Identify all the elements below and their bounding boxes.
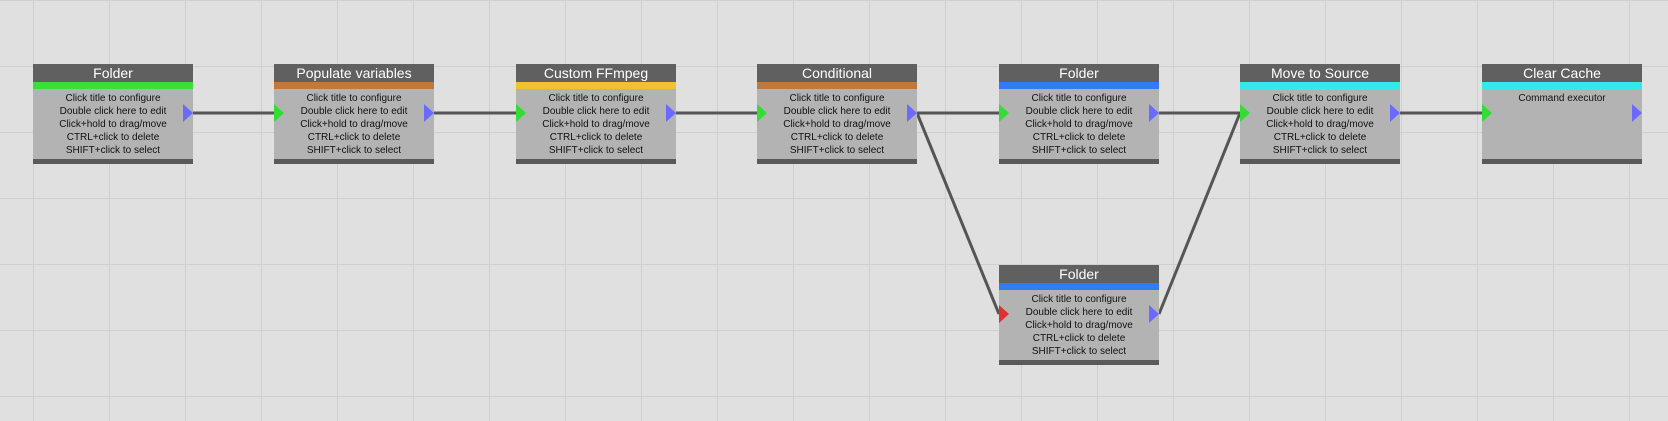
help-text: Double click here to edit	[1266, 106, 1374, 117]
help-text: SHIFT+click to select	[548, 145, 644, 156]
help-text: SHIFT+click to select	[65, 145, 161, 156]
node-color-bar	[1240, 82, 1400, 89]
node-title[interactable]: Move to Source	[1240, 64, 1400, 82]
node-title[interactable]: Clear Cache	[1482, 64, 1642, 82]
output-port-icon[interactable]	[1149, 305, 1159, 323]
node-folder-3[interactable]: Folder Click title to configure Double c…	[999, 265, 1159, 365]
help-text: Double click here to edit	[1025, 307, 1133, 318]
help-text: SHIFT+click to select	[1272, 145, 1368, 156]
node-body[interactable]: Command executor	[1482, 89, 1642, 159]
output-port-icon[interactable]	[1149, 104, 1159, 122]
node-color-bar	[274, 82, 434, 89]
help-text: Click title to configure	[1031, 93, 1127, 104]
node-folder-2[interactable]: Folder Click title to configure Double c…	[999, 64, 1159, 164]
help-text: Click+hold to drag/move	[1025, 119, 1133, 130]
node-title[interactable]: Folder	[999, 265, 1159, 283]
node-body[interactable]: Click title to configure Double click he…	[516, 89, 676, 159]
node-color-bar	[999, 283, 1159, 290]
help-text: Double click here to edit	[783, 106, 891, 117]
node-move-to-source[interactable]: Move to Source Click title to configure …	[1240, 64, 1400, 164]
help-text: SHIFT+click to select	[1031, 346, 1127, 357]
help-text: Click+hold to drag/move	[59, 119, 167, 130]
input-port-icon[interactable]	[516, 104, 526, 122]
help-text: Click+hold to drag/move	[1025, 320, 1133, 331]
input-port-icon[interactable]	[757, 104, 767, 122]
help-text: Click+hold to drag/move	[1266, 119, 1374, 130]
help-text: Click title to configure	[65, 93, 161, 104]
node-body[interactable]: Click title to configure Double click he…	[33, 89, 193, 159]
node-title[interactable]: Folder	[33, 64, 193, 82]
node-title[interactable]: Populate variables	[274, 64, 434, 82]
help-text: Double click here to edit	[59, 106, 167, 117]
node-body[interactable]: Click title to configure Double click he…	[1240, 89, 1400, 159]
wire-conditional-to-folder-3	[915, 112, 1001, 315]
node-color-bar	[33, 82, 193, 89]
node-body[interactable]: Click title to configure Double click he…	[999, 290, 1159, 360]
node-description: Command executor	[1518, 93, 1606, 104]
node-body[interactable]: Click title to configure Double click he…	[757, 89, 917, 159]
help-text: CTRL+click to delete	[1273, 132, 1367, 143]
input-port-icon[interactable]	[1240, 104, 1250, 122]
node-body[interactable]: Click title to configure Double click he…	[999, 89, 1159, 159]
input-port-icon[interactable]	[1482, 104, 1492, 122]
input-port-icon[interactable]	[999, 305, 1009, 323]
help-text: Click title to configure	[548, 93, 644, 104]
wire-folder-3-to-move-to-source	[1157, 112, 1242, 315]
node-custom-ffmpeg[interactable]: Custom FFmpeg Click title to configure D…	[516, 64, 676, 164]
output-port-icon[interactable]	[1390, 104, 1400, 122]
node-conditional[interactable]: Conditional Click title to configure Dou…	[757, 64, 917, 164]
help-text: Click+hold to drag/move	[300, 119, 408, 130]
help-text: Click title to configure	[306, 93, 402, 104]
help-text: Double click here to edit	[1025, 106, 1133, 117]
help-text: CTRL+click to delete	[307, 132, 401, 143]
node-title[interactable]: Conditional	[757, 64, 917, 82]
node-color-bar	[757, 82, 917, 89]
help-text: Double click here to edit	[542, 106, 650, 117]
help-text: Click title to configure	[1272, 93, 1368, 104]
help-text: Click title to configure	[789, 93, 885, 104]
help-text: Click+hold to drag/move	[542, 119, 650, 130]
help-text: SHIFT+click to select	[306, 145, 402, 156]
help-text: SHIFT+click to select	[1031, 145, 1127, 156]
node-folder-1[interactable]: Folder Click title to configure Double c…	[33, 64, 193, 164]
input-port-icon[interactable]	[999, 104, 1009, 122]
help-text: CTRL+click to delete	[1032, 132, 1126, 143]
output-port-icon[interactable]	[666, 104, 676, 122]
output-port-icon[interactable]	[907, 104, 917, 122]
help-text: CTRL+click to delete	[1032, 333, 1126, 344]
node-color-bar	[516, 82, 676, 89]
help-text: CTRL+click to delete	[549, 132, 643, 143]
help-text: SHIFT+click to select	[789, 145, 885, 156]
output-port-icon[interactable]	[1632, 104, 1642, 122]
help-text: Click title to configure	[1031, 294, 1127, 305]
help-text: Double click here to edit	[300, 106, 408, 117]
node-clear-cache[interactable]: Clear Cache Command executor	[1482, 64, 1642, 164]
node-title[interactable]: Custom FFmpeg	[516, 64, 676, 82]
help-text: Click+hold to drag/move	[783, 119, 891, 130]
help-text: CTRL+click to delete	[790, 132, 884, 143]
help-text: CTRL+click to delete	[66, 132, 160, 143]
output-port-icon[interactable]	[183, 104, 193, 122]
node-body[interactable]: Click title to configure Double click he…	[274, 89, 434, 159]
output-port-icon[interactable]	[424, 104, 434, 122]
node-color-bar	[1482, 82, 1642, 89]
node-populate-variables[interactable]: Populate variables Click title to config…	[274, 64, 434, 164]
input-port-icon[interactable]	[274, 104, 284, 122]
node-title[interactable]: Folder	[999, 64, 1159, 82]
node-color-bar	[999, 82, 1159, 89]
